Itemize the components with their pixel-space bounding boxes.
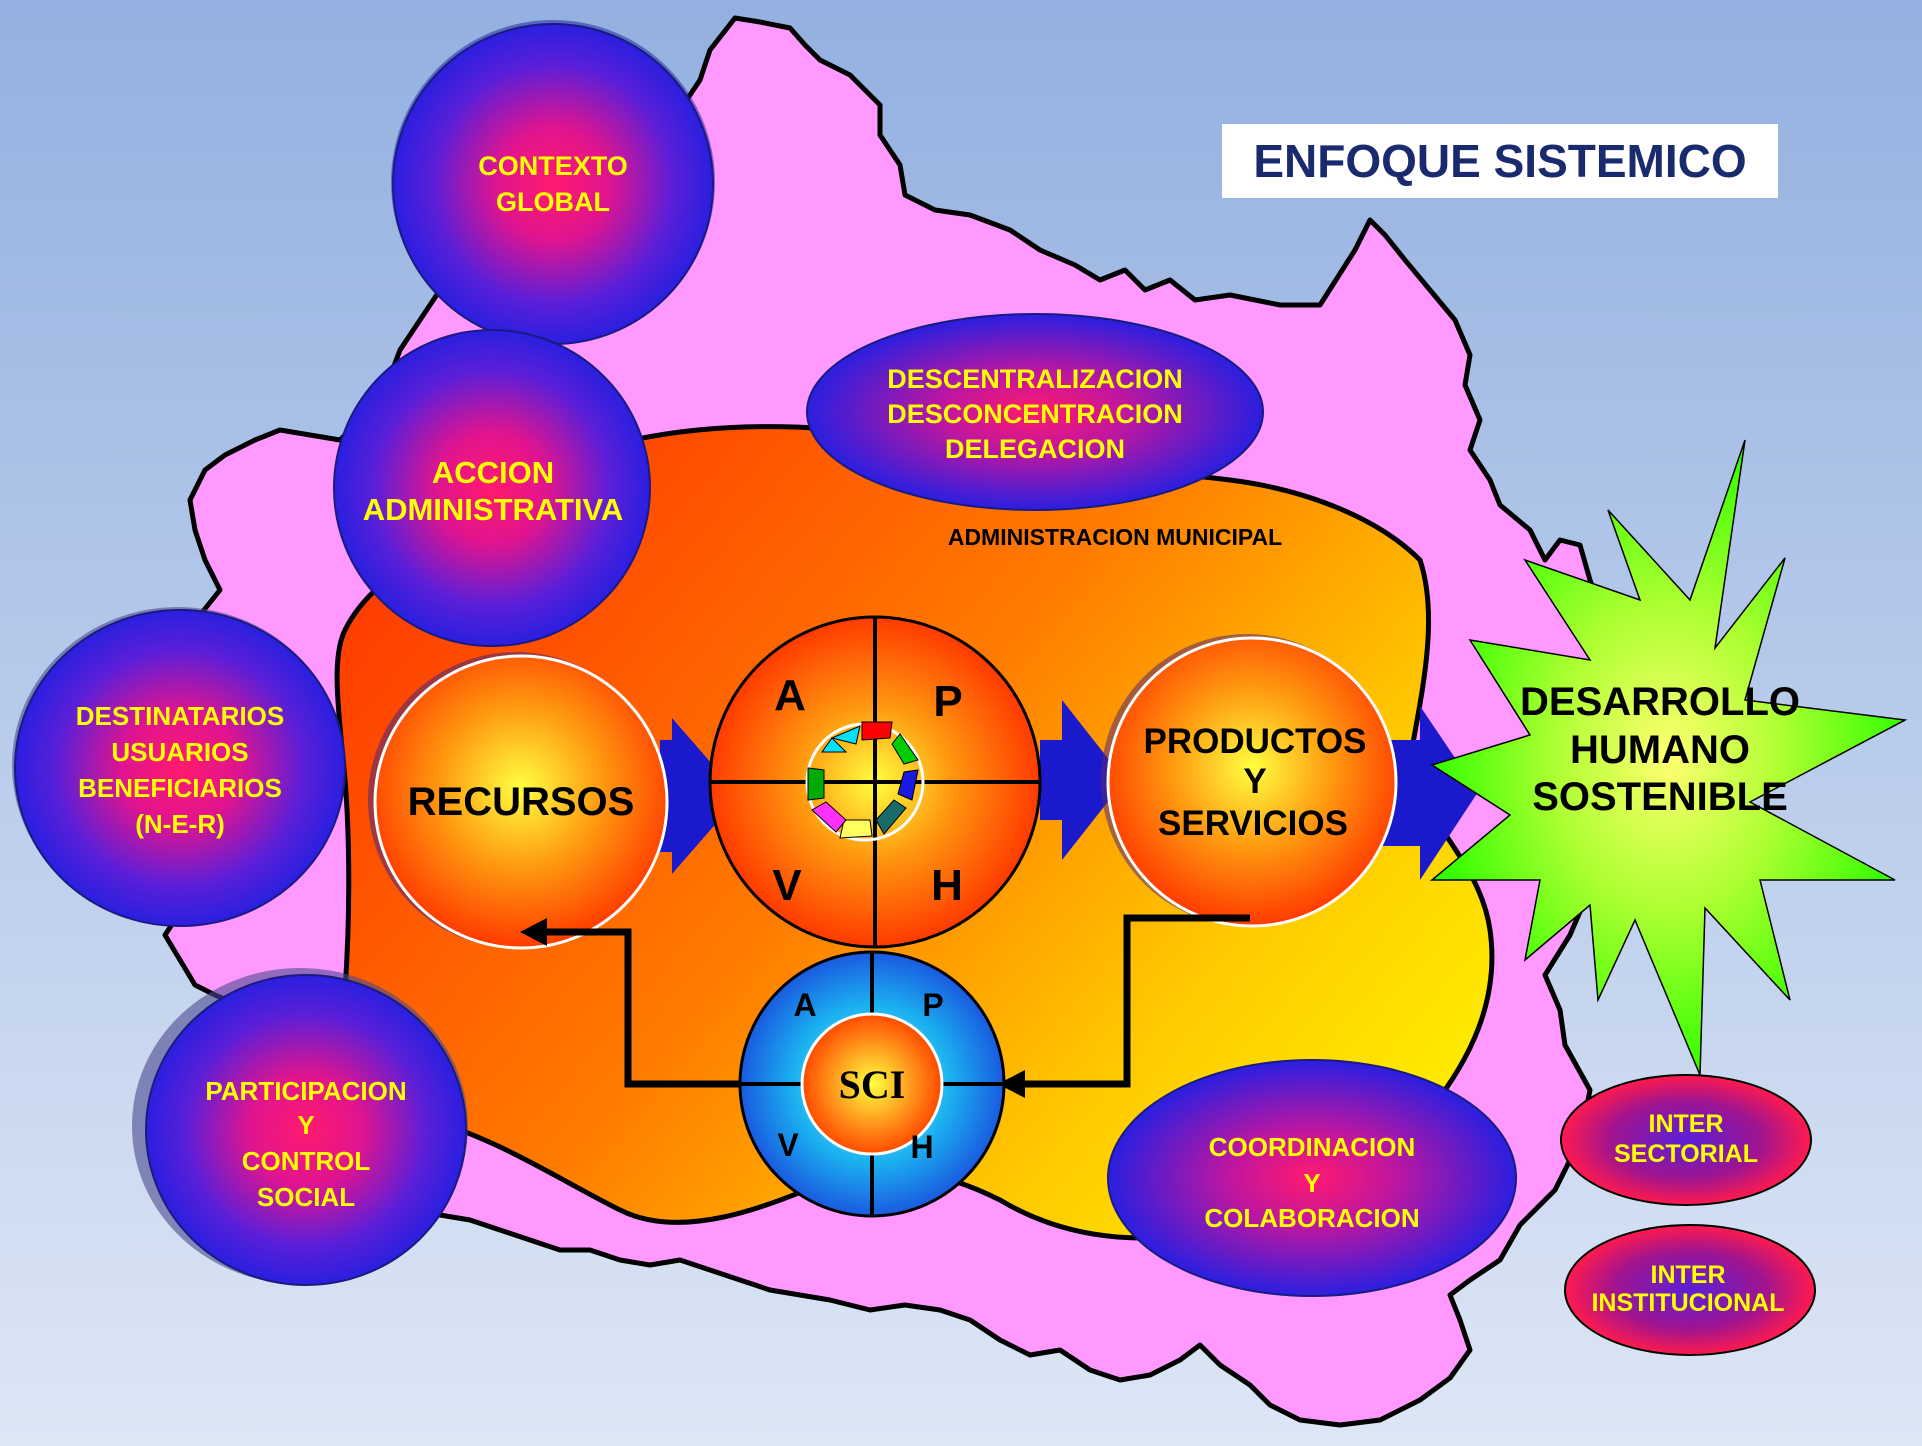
svg-text:RECURSOS: RECURSOS xyxy=(408,780,635,824)
sci-letter-p: P xyxy=(922,987,943,1023)
svg-text:DESTINATARIOS: DESTINATARIOS xyxy=(76,701,284,731)
svg-text:SECTORIAL: SECTORIAL xyxy=(1614,1140,1758,1168)
phva-cycle-node: A P V H xyxy=(708,615,1042,949)
svg-text:PRODUCTOS: PRODUCTOS xyxy=(1144,722,1367,761)
sci-letter-h: H xyxy=(910,1129,933,1165)
inter-sectorial-node: INTER SECTORIAL xyxy=(1560,1074,1812,1206)
contexto-global-node: CONTEXTO GLOBAL xyxy=(391,20,715,345)
inter-institucional-node: INTER INSTITUCIONAL xyxy=(1564,1224,1816,1356)
feedback-loop xyxy=(520,914,1250,1098)
svg-text:INSTITUCIONAL: INSTITUCIONAL xyxy=(1591,1289,1784,1317)
arrow-phva-to-productos xyxy=(1040,700,1125,860)
svg-text:ACCION: ACCION xyxy=(432,455,554,490)
svg-text:Y: Y xyxy=(297,1110,314,1140)
svg-text:DESARROLLO: DESARROLLO xyxy=(1520,680,1800,724)
svg-text:SOCIAL: SOCIAL xyxy=(257,1182,355,1212)
svg-text:DESCENTRALIZACION: DESCENTRALIZACION xyxy=(887,364,1183,394)
destinatarios-node: DESTINATARIOS USUARIOS BENEFICIARIOS (N-… xyxy=(12,607,346,927)
svg-text:INTER: INTER xyxy=(1649,1110,1724,1138)
svg-text:INTER: INTER xyxy=(1651,1261,1726,1289)
svg-text:COLABORACION: COLABORACION xyxy=(1204,1203,1419,1233)
svg-text:DESCONCENTRACION: DESCONCENTRACION xyxy=(887,399,1183,429)
svg-text:PARTICIPACION: PARTICIPACION xyxy=(205,1076,406,1106)
svg-text:HUMANO: HUMANO xyxy=(1570,728,1750,772)
svg-text:ADMINISTRATIVA: ADMINISTRATIVA xyxy=(363,492,624,527)
desarrollo-star-node: DESARROLLO HUMANO SOSTENIBLE xyxy=(1429,439,1908,1076)
svg-text:CONTROL: CONTROL xyxy=(242,1146,371,1176)
phva-letter-a: A xyxy=(774,671,806,720)
phva-letter-v: V xyxy=(772,861,802,910)
svg-text:(N-E-R): (N-E-R) xyxy=(135,809,225,839)
phva-letter-h: H xyxy=(931,861,963,910)
svg-text:COORDINACION: COORDINACION xyxy=(1209,1132,1416,1162)
svg-text:BENEFICIARIOS: BENEFICIARIOS xyxy=(78,773,282,803)
svg-text:CONTEXTO: CONTEXTO xyxy=(478,151,628,181)
administracion-municipal-label: ADMINISTRACION MUNICIPAL xyxy=(948,524,1282,550)
svg-text:SOSTENIBLE: SOSTENIBLE xyxy=(1532,775,1788,819)
recursos-node: RECURSOS xyxy=(368,652,669,950)
page-title: ENFOQUE SISTEMICO xyxy=(1253,135,1746,187)
svg-text:USUARIOS: USUARIOS xyxy=(111,737,248,767)
sci-letter-a: A xyxy=(793,987,816,1023)
cycle-arrows-icon xyxy=(805,721,925,842)
svg-text:SERVICIOS: SERVICIOS xyxy=(1158,804,1348,843)
svg-text:GLOBAL: GLOBAL xyxy=(496,187,610,217)
title-box xyxy=(1222,124,1778,198)
svg-text:DELEGACION: DELEGACION xyxy=(945,434,1125,464)
svg-text:Y: Y xyxy=(1243,762,1266,801)
descentralizacion-node: DESCENTRALIZACION DESCONCENTRACION DELEG… xyxy=(806,313,1264,511)
svg-text:Y: Y xyxy=(1303,1168,1320,1198)
sci-label: SCI xyxy=(839,1062,906,1107)
sci-letter-v: V xyxy=(777,1127,799,1163)
coordinacion-node: COORDINACION Y COLABORACION xyxy=(1107,1059,1517,1297)
sci-node: SCI A P V H xyxy=(738,950,1006,1218)
arrow-productos-to-desarrollo xyxy=(1380,706,1478,880)
accion-administrativa-node: ACCION ADMINISTRATIVA xyxy=(333,329,651,647)
productos-servicios-node: PRODUCTOS Y SERVICIOS xyxy=(1101,634,1398,928)
participacion-node: PARTICIPACION Y CONTROL SOCIAL xyxy=(132,968,468,1286)
phva-letter-p: P xyxy=(933,677,962,726)
arrow-recursos-to-phva xyxy=(660,718,740,874)
